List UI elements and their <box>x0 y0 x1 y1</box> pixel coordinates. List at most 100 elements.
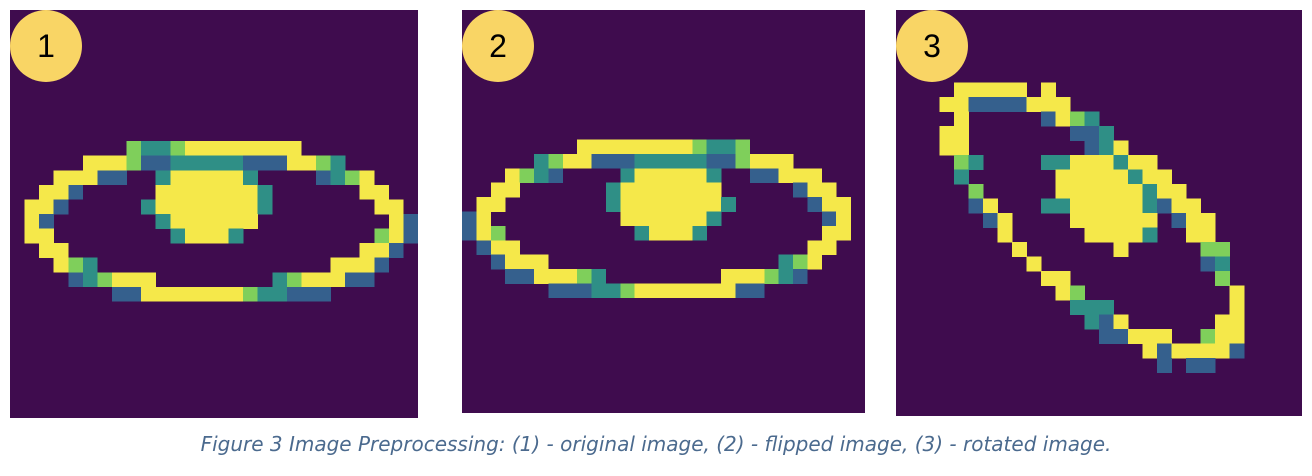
eye-pixel <box>620 197 636 212</box>
eye-pixel <box>1012 82 1027 98</box>
eye-pixel <box>53 184 69 200</box>
eye-pixel <box>286 272 302 288</box>
eye-pixel <box>68 184 84 200</box>
eye-pixel <box>112 286 127 302</box>
eye-pixel <box>1099 155 1114 170</box>
eye-pixel <box>82 170 98 186</box>
eye-pixel <box>82 257 98 273</box>
eye-pixel <box>1041 155 1056 170</box>
eye-pixel <box>1128 198 1143 214</box>
eye-pixel <box>97 272 113 288</box>
step-badge-2: 2 <box>462 10 534 82</box>
eye-pixel <box>706 139 722 155</box>
eye-pixel <box>692 283 707 299</box>
eye-pixel <box>663 168 679 184</box>
eye-pixel <box>1113 184 1129 199</box>
eye-pixel <box>997 227 1013 243</box>
eye-pixel <box>1171 184 1187 199</box>
eye-pixel <box>345 257 361 273</box>
eye-pixel <box>257 141 273 157</box>
eye-pixel <box>301 272 317 288</box>
eye-pixel <box>577 153 592 169</box>
eye-pixel <box>649 182 664 198</box>
eye-pixel <box>1070 169 1085 185</box>
eye-pixel <box>1099 184 1114 199</box>
eye-pixel <box>272 155 288 171</box>
eye-pixel <box>1084 213 1100 228</box>
eye-pixel <box>24 228 40 244</box>
eye-pixel <box>634 225 650 241</box>
eye-pixel <box>490 197 506 212</box>
eye-pixel <box>24 214 40 229</box>
eye-pixel <box>155 199 171 215</box>
eye-pixel <box>184 141 200 157</box>
eye-pixel <box>257 286 273 302</box>
eye-pixel <box>112 155 127 171</box>
eye-pixel <box>170 214 186 229</box>
eye-pixel <box>1113 140 1129 156</box>
eye-pixel <box>155 286 171 302</box>
eye-pixel <box>1099 227 1114 243</box>
eye-pixel <box>1113 155 1129 170</box>
eye-pixel <box>359 184 375 200</box>
eye-pixel <box>649 153 664 169</box>
eye-pixel <box>1113 198 1129 214</box>
eye-pixel <box>983 198 998 214</box>
eye-pixel <box>954 140 969 156</box>
eye-pixel <box>505 254 520 270</box>
eye-pixel <box>620 139 636 155</box>
eye-pixel <box>1041 271 1056 286</box>
eye-pixel <box>663 197 679 212</box>
eye-pixel <box>24 199 40 215</box>
eye-pixel <box>155 141 171 157</box>
eye-pixel <box>345 272 361 288</box>
eye-pixel <box>1084 184 1100 199</box>
eye-pixel <box>1128 329 1143 344</box>
step-badge-3: 3 <box>896 10 968 82</box>
eye-pixel <box>141 155 157 171</box>
eye-pixel <box>634 211 650 227</box>
eye-pixel <box>954 82 969 98</box>
eye-pixel <box>605 153 621 169</box>
eye-pixel <box>214 228 229 244</box>
eye-pixel <box>199 141 215 157</box>
eye-pixel <box>1229 285 1245 301</box>
eye-pixel <box>1157 343 1172 359</box>
eye-pixel <box>1142 198 1158 214</box>
eye-pixel <box>1215 314 1230 330</box>
eye-pixel <box>1055 169 1071 185</box>
eye-pixel <box>490 240 506 255</box>
eye-pixel <box>374 184 390 200</box>
eye-pixel <box>184 155 200 171</box>
eye-pixel <box>764 269 779 284</box>
eye-pixel <box>170 228 186 244</box>
eye-pixel <box>605 139 621 155</box>
eye-pixel <box>1142 169 1158 185</box>
eye-pixel <box>562 269 578 284</box>
eye-pixel <box>53 199 69 215</box>
eye-pixel <box>286 141 302 157</box>
eye-pixel <box>692 197 707 212</box>
eye-pixel <box>505 269 520 284</box>
eye-pixel <box>968 184 984 199</box>
eye-pixel <box>126 272 142 288</box>
eye-pixel <box>1200 256 1216 272</box>
eye-pixel <box>706 153 722 169</box>
eye-pixel <box>649 168 664 184</box>
eye-pixel <box>749 153 765 169</box>
eye-pixel <box>1070 285 1085 301</box>
eye-pixel <box>735 153 751 169</box>
eye-pixel <box>141 286 157 302</box>
eye-pixel <box>1099 140 1114 156</box>
eye-pixel <box>1070 198 1085 214</box>
eye-pixel <box>807 168 823 184</box>
eye-pixel <box>649 225 664 241</box>
eye-pixel <box>155 184 171 200</box>
eye-pixel <box>126 286 142 302</box>
eye-pixel <box>548 153 564 169</box>
eye-pixel <box>1070 155 1085 170</box>
eye-pixel <box>677 182 693 198</box>
eye-pixel <box>706 168 722 184</box>
eye-pixel <box>677 168 693 184</box>
eye-pixel <box>533 269 549 284</box>
